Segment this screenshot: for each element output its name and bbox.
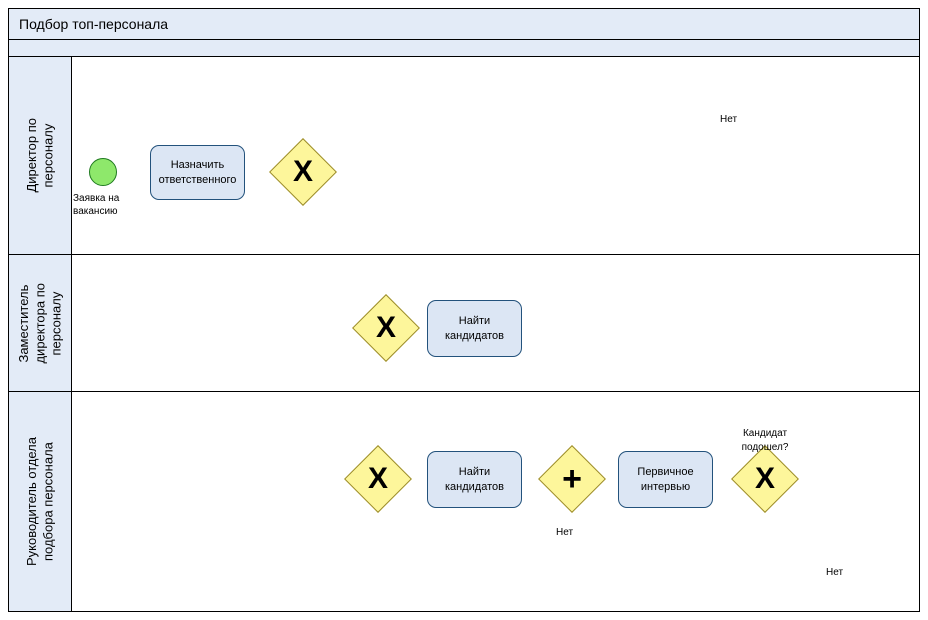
gateway-candidate-ok[interactable] [731,445,799,513]
pool-subheader-bar [8,40,920,57]
gateway-route-choice[interactable] [269,138,337,206]
gateway-candidate-ok-wrap: X [731,445,799,513]
gateway-route-choice-wrap: X [269,138,337,206]
task-initial-interview[interactable]: Первичное интервью [618,451,713,508]
flow-label-no-top: Нет [718,114,740,125]
lane-header-director: Директор по персоналу [8,57,72,255]
gateway-deputy-merge-wrap: X [352,294,420,362]
task-find-candidates-head[interactable]: Найти кандидатов [427,451,522,508]
gateway-candidate-ok-label: Кандидат подошел? [741,428,789,453]
lane-label-director: Директор по персоналу [23,118,55,193]
task-assign-responsible[interactable]: Назначить ответственного [150,145,245,200]
gateway-deputy-merge[interactable] [352,294,420,362]
flow-label-no-bottom: Нет [824,567,846,578]
lane-header-head: Руководитель отдела подбора персонала [8,392,72,612]
lane-label-head: Руководитель отдела подбора персонала [23,436,55,567]
gateway-head-merge[interactable] [344,445,412,513]
start-event-label: Заявка на вакансию [73,193,120,217]
gateway-head-merge-wrap: X [344,445,412,513]
lane-header-deputy: Заместитель директора по персоналу [8,255,72,392]
pool-title: Подбор топ-персонала [8,8,920,40]
gateway-parallel-join[interactable] [538,445,606,513]
gateway-parallel-join-wrap: + [538,445,606,513]
lane-label-deputy: Заместитель директора по персоналу [15,282,64,364]
task-find-candidates-deputy[interactable]: Найти кандидатов [427,300,522,357]
flow-label-no-middle: Нет [554,527,576,538]
start-event[interactable] [89,158,117,186]
